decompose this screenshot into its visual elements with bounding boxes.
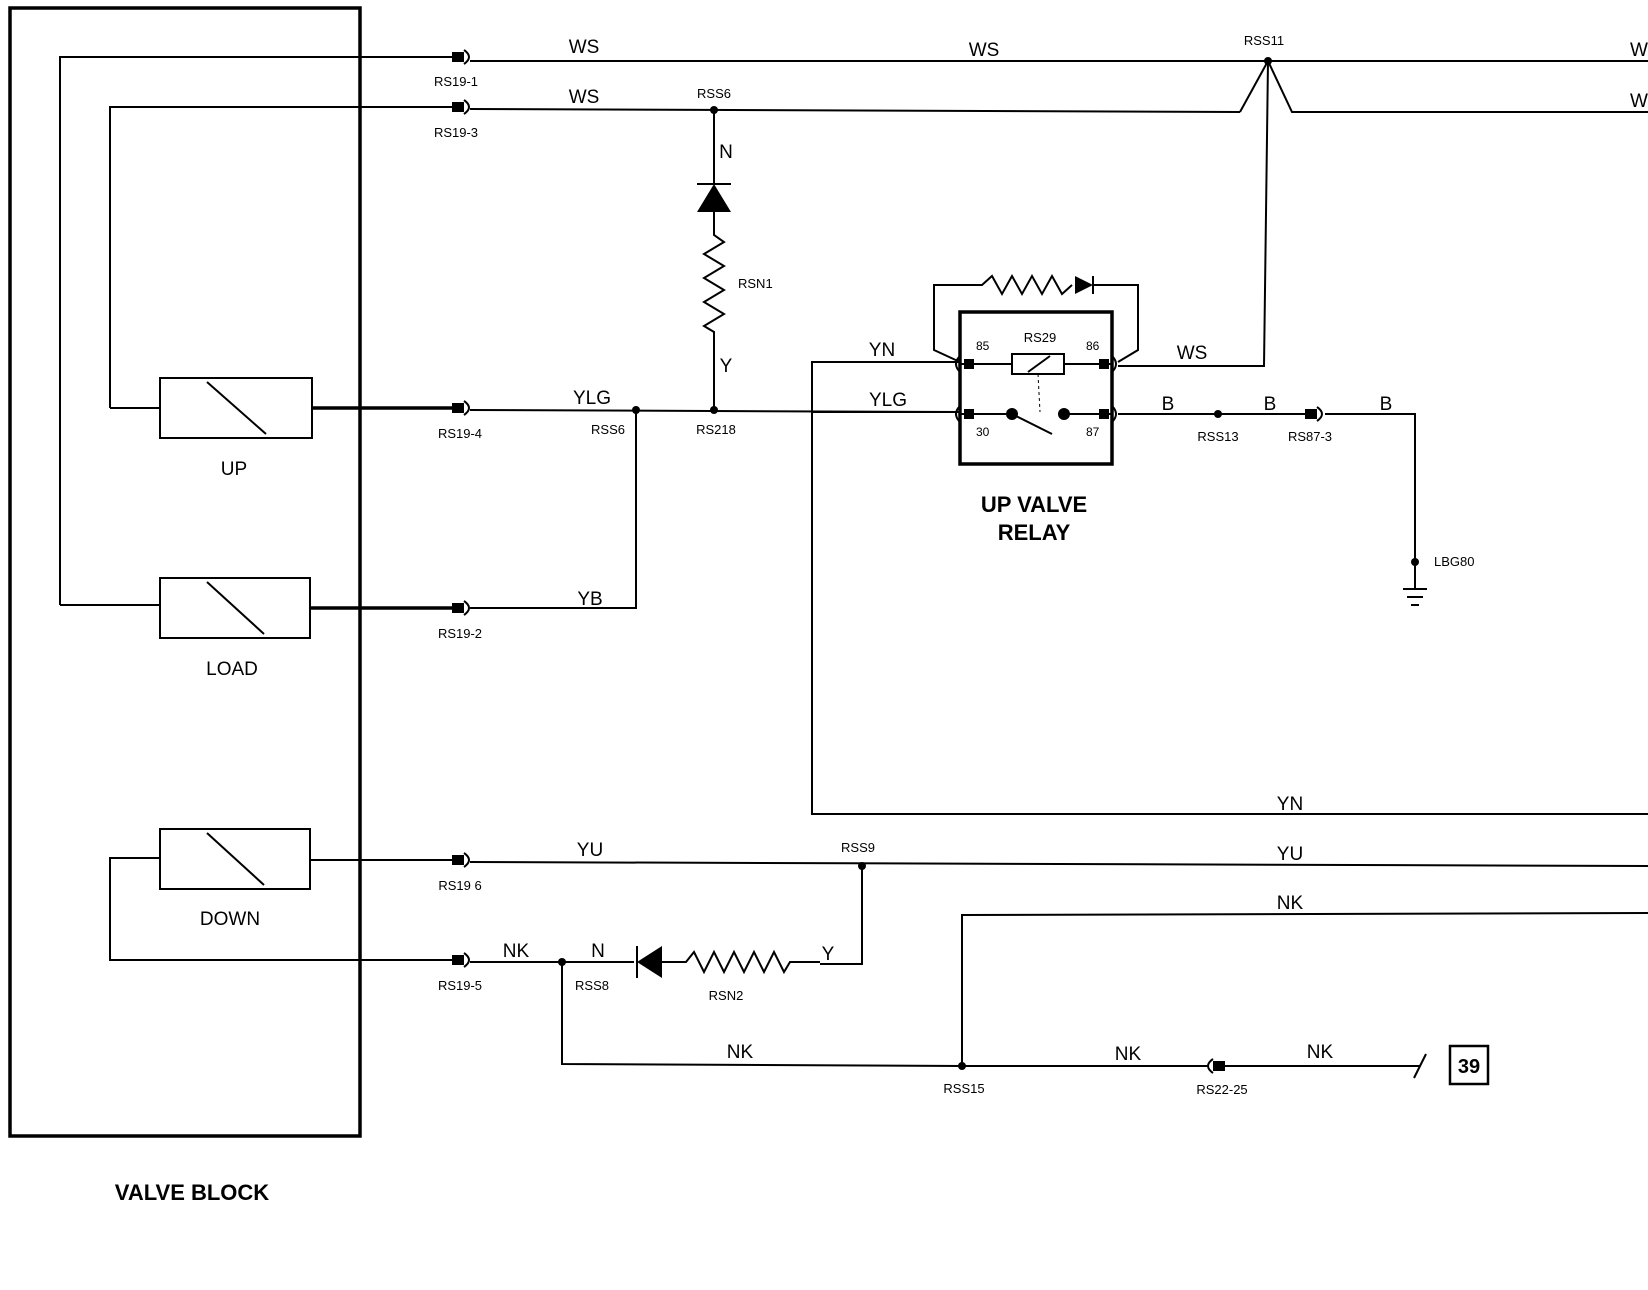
wire-label-nk-b3: NK [1307, 1042, 1334, 1063]
splice-rss11 [1264, 57, 1272, 65]
label-rs19-4: RS19-4 [438, 426, 482, 441]
wire-label-ws-b: WS [969, 40, 1000, 61]
wire-label-yn-relay: YN [869, 340, 895, 361]
label-rs19-2: RS19-2 [438, 626, 482, 641]
wire-label-ws-relay: WS [1177, 343, 1208, 364]
wire-label-yn-bottom: YN [1277, 794, 1303, 815]
wire-label-ws-a: WS [569, 37, 600, 58]
wire-label-nk-b2: NK [1115, 1044, 1142, 1065]
wire-label-ws-c: WS [569, 87, 600, 108]
relay-title-line2: RELAY [998, 520, 1071, 545]
down-solenoid [159, 828, 311, 890]
wire-label-b2: B [1264, 394, 1277, 415]
label-rs218: RS218 [696, 422, 736, 437]
splice-rss6-top [710, 106, 718, 114]
connector-rs19-2 [452, 600, 470, 616]
label-rss8: RSS8 [575, 978, 609, 993]
relay-coil-label: RS29 [1024, 330, 1057, 345]
label-rss11: RSS11 [1244, 33, 1284, 48]
wire-label-y-top: Y [720, 356, 733, 377]
ground-splice [1411, 558, 1419, 566]
up-valve-relay [958, 310, 1114, 466]
splice-rss15 [958, 1062, 966, 1070]
label-rs19-6: RS19 6 [438, 878, 481, 893]
wire-label-yb: YB [577, 589, 602, 610]
connector-rs19-5 [452, 952, 470, 968]
label-rss9: RSS9 [841, 840, 875, 855]
relay-pin-87: 87 [1086, 425, 1100, 439]
connector-rs22-25 [1207, 1058, 1225, 1074]
valve-block-outline [8, 6, 362, 1138]
connector-rs87-3 [1305, 406, 1323, 422]
up-solenoid-label: UP [221, 459, 247, 480]
wire-label-b3: B [1380, 394, 1393, 415]
wire-label-nk-left: NK [503, 941, 530, 962]
relay-pin-86: 86 [1086, 339, 1100, 353]
wire-label-ylg-relay: YLG [869, 390, 907, 411]
wire-label-ylg-left: YLG [573, 388, 611, 409]
label-rs22-25: RS22-25 [1196, 1082, 1247, 1097]
up-solenoid [159, 377, 313, 439]
wire-label-n-mid: N [591, 941, 605, 962]
connector-rs19-1 [452, 49, 470, 65]
label-ground: LBG80 [1434, 554, 1474, 569]
label-rss6-top: RSS6 [697, 86, 731, 101]
relay-pin-30: 30 [976, 425, 990, 439]
splice-rs218 [710, 406, 718, 414]
wire-label-yu-left: YU [577, 840, 603, 861]
valve-block-title: VALVE BLOCK [115, 1180, 270, 1205]
connector-rs19-3 [452, 99, 470, 115]
label-rss6-mid: RSS6 [591, 422, 625, 437]
wire-label-n-top: N [719, 142, 733, 163]
splice-rss8 [558, 958, 566, 966]
label-rss13: RSS13 [1197, 429, 1238, 444]
label-rsn2: RSN2 [709, 988, 744, 1003]
relay-pin-85: 85 [976, 339, 990, 353]
splice-rss6-mid [632, 406, 640, 414]
wire-label-nk-top: NK [1277, 893, 1304, 914]
connector-rs19-4 [452, 400, 470, 416]
label-rs87-3: RS87-3 [1288, 429, 1332, 444]
label-rs19-5: RS19-5 [438, 978, 482, 993]
wire-label-b1: B [1162, 394, 1175, 415]
label-rs19-1: RS19-1 [434, 74, 478, 89]
label-rsn1: RSN1 [738, 276, 773, 291]
relay-title-line1: UP VALVE [981, 492, 1087, 517]
wire-label-nk-bottom: NK [727, 1042, 754, 1063]
page-ref-label: 39 [1458, 1056, 1480, 1078]
down-solenoid-label: DOWN [200, 909, 260, 930]
wire-label-w-top: W [1630, 40, 1648, 61]
splice-rss13 [1214, 410, 1222, 418]
wire-label-y-mid: Y [822, 944, 835, 965]
page-ref-box [1448, 1044, 1490, 1086]
label-rs19-3: RS19-3 [434, 125, 478, 140]
label-rss15: RSS15 [943, 1081, 984, 1096]
load-solenoid [159, 577, 311, 639]
wire-label-yu-right: YU [1277, 844, 1303, 865]
connector-rs19-6 [452, 852, 470, 868]
splice-rss9 [858, 862, 866, 870]
load-solenoid-label: LOAD [206, 659, 258, 680]
wire-label-w-mid: W [1630, 91, 1648, 112]
